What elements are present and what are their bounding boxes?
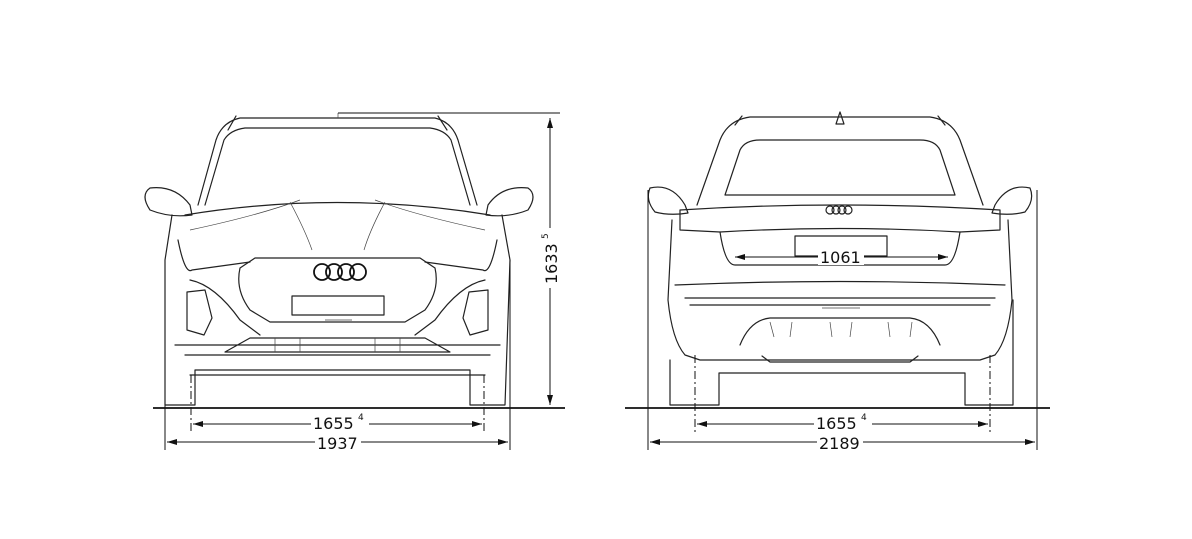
front-height-superscript: 5 [541, 233, 551, 239]
rear-dimensions: 1061 1655 4 2189 [647, 190, 1038, 453]
front-width-value: 1937 [317, 434, 358, 453]
front-dimensions: 1633 5 1655 4 1937 [164, 112, 562, 453]
front-track-value: 1655 [313, 414, 354, 433]
license-plate [291, 295, 385, 316]
front-view-car [144, 113, 565, 409]
antenna-icon [835, 111, 845, 125]
rear-track-value: 1655 [816, 414, 857, 433]
rear-view-car [625, 111, 1050, 409]
rear-tailgate-width-value: 1061 [820, 248, 861, 267]
front-height-value: 1633 [542, 243, 561, 284]
rear-width-value: 2189 [819, 434, 860, 453]
four-rings-logo [313, 263, 367, 281]
front-track-superscript: 4 [358, 413, 364, 423]
four-rings-logo [825, 205, 853, 215]
rear-track-superscript: 4 [861, 413, 867, 423]
